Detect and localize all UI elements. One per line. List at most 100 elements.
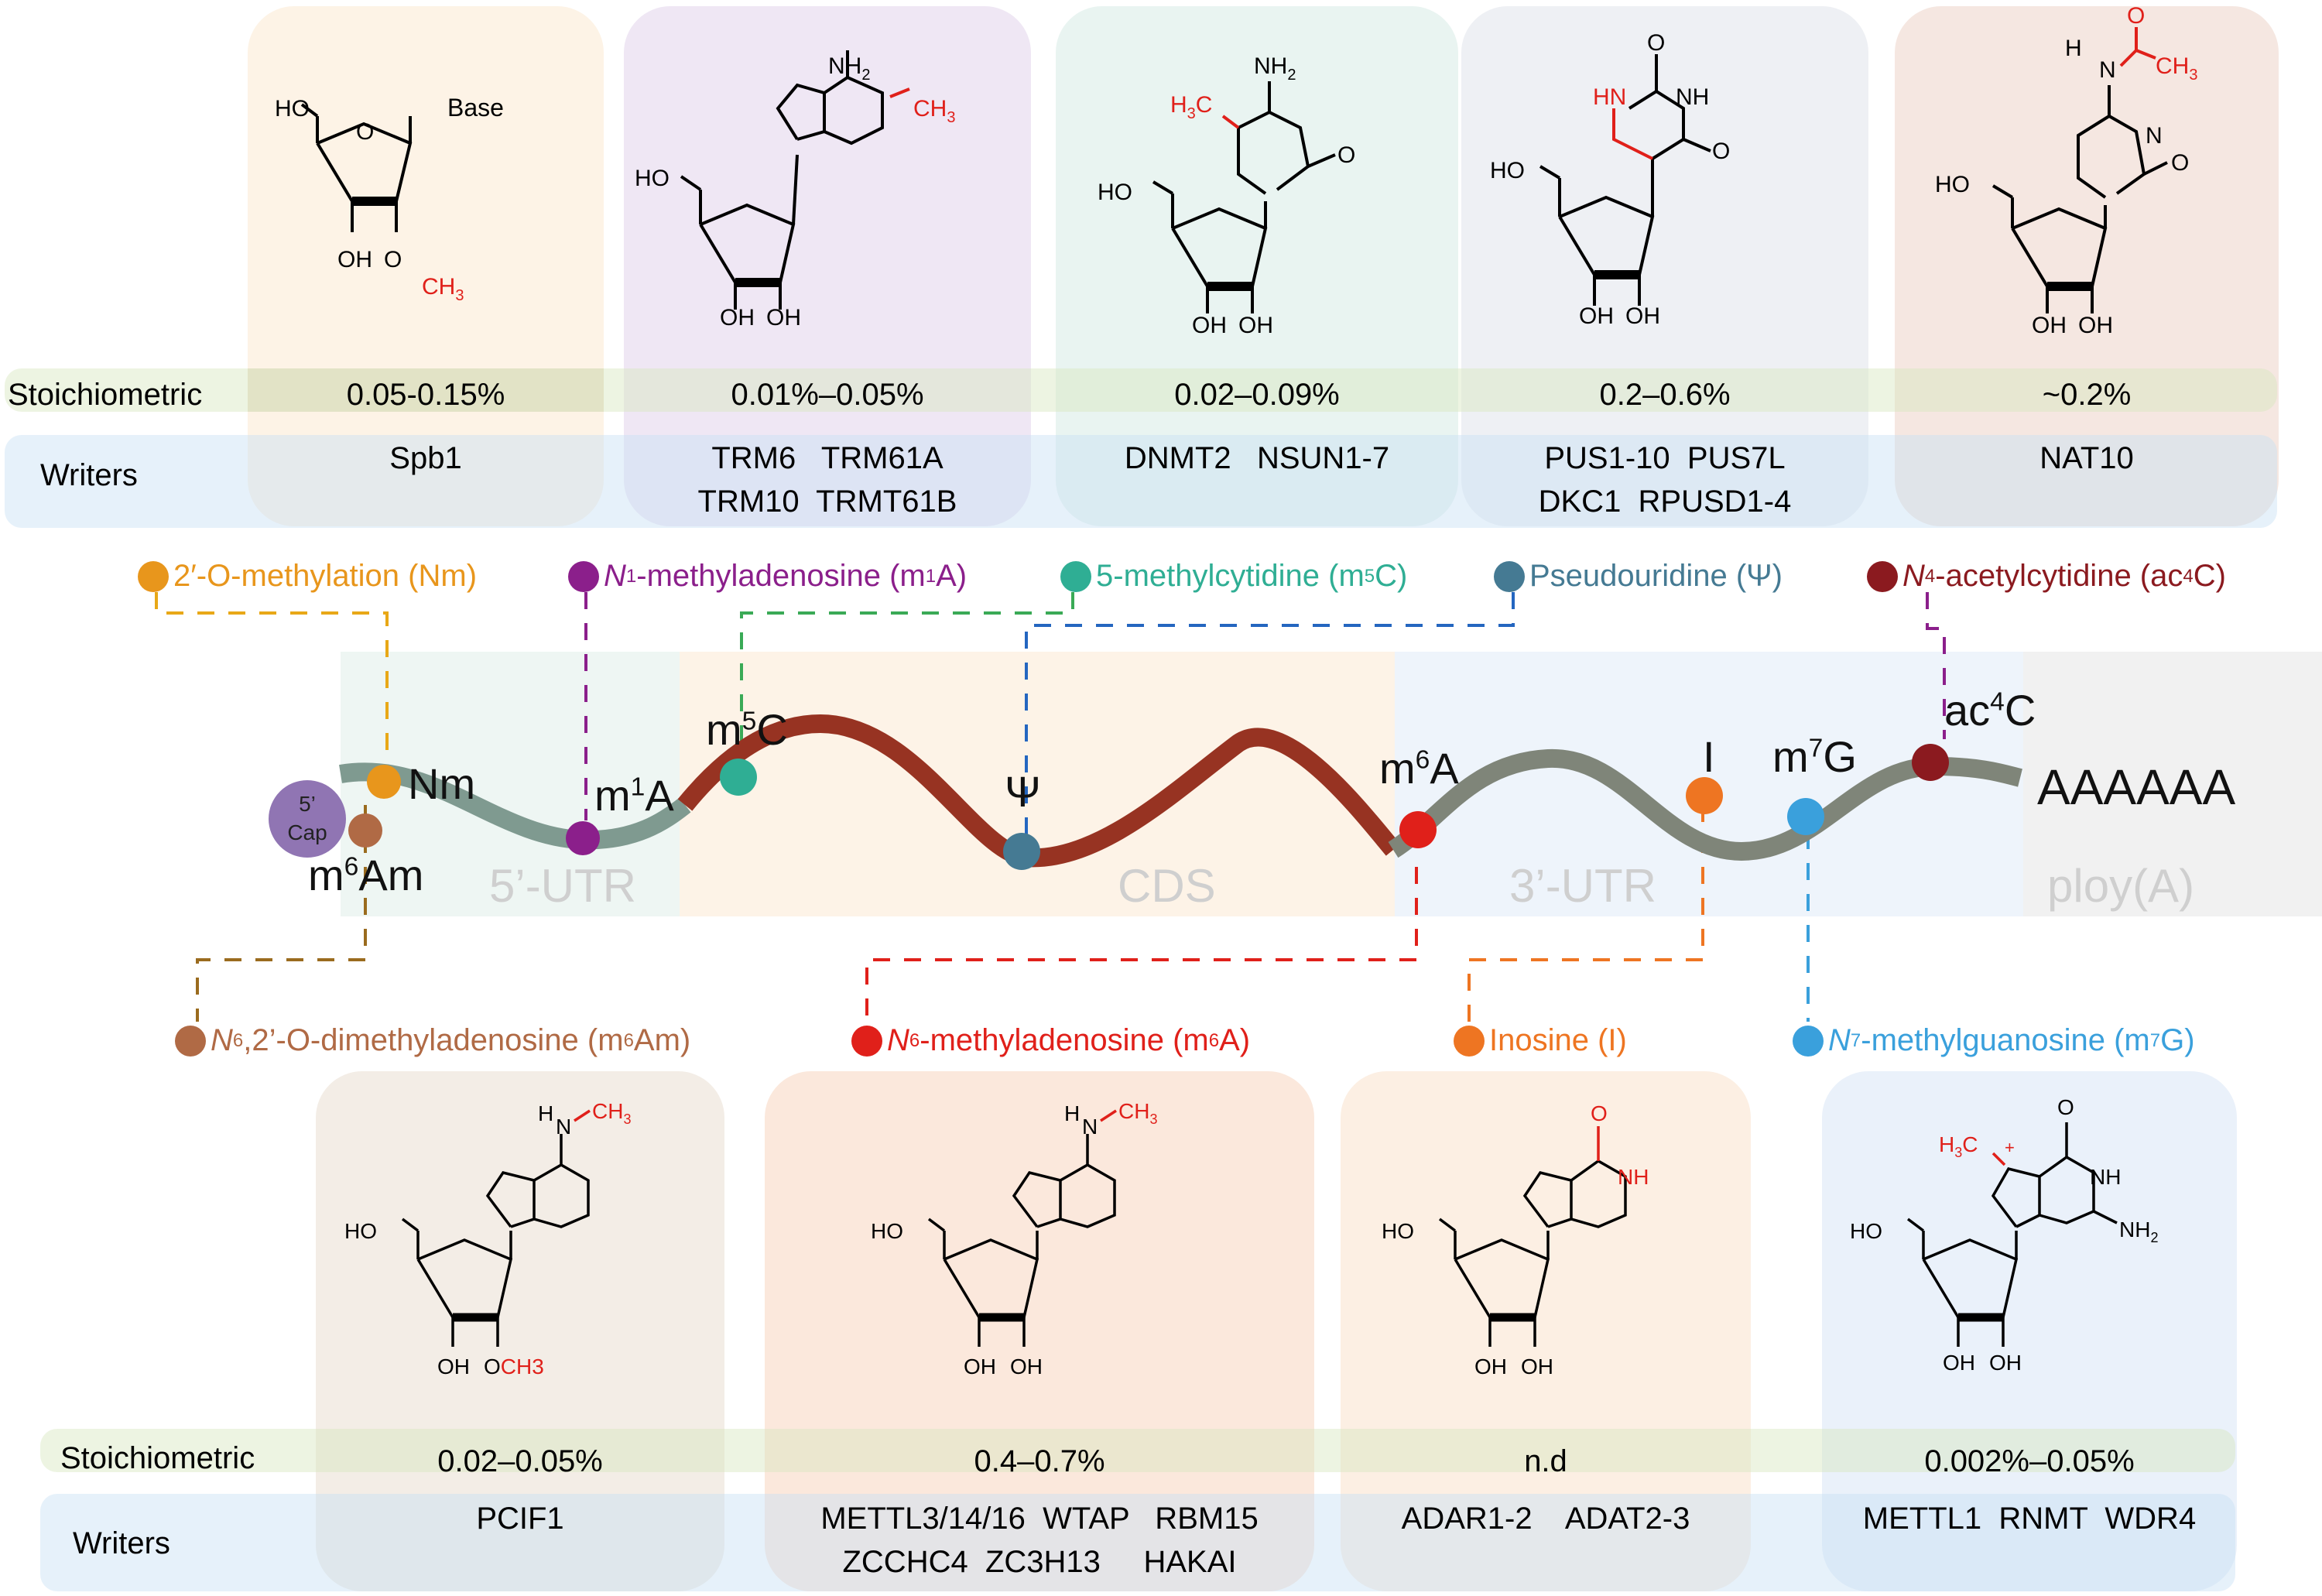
stoich-value-m1a: 0.01%–0.05%	[731, 378, 924, 412]
legend-m5c-sup: 5	[1364, 565, 1375, 587]
svg-text:HO: HO	[1935, 172, 1970, 197]
site-label-m5c: m5C	[706, 705, 788, 754]
site-m7g-icon	[1787, 798, 1824, 835]
site-nm-icon	[367, 765, 401, 799]
connector-psi	[1025, 592, 1515, 836]
m6a-dot-icon	[851, 1025, 882, 1057]
card-m6am	[316, 1071, 724, 1591]
svg-text:HO: HO	[275, 96, 310, 122]
writers-m6am: PCIF1	[476, 1502, 564, 1536]
svg-text:NH: NH	[2090, 1165, 2121, 1189]
svg-text:Base: Base	[447, 94, 504, 122]
svg-text:HO: HO	[344, 1219, 377, 1243]
site-m6a-icon	[1399, 811, 1437, 848]
legend-ac4c-sup: 4	[1924, 565, 1936, 587]
writers-card-overlay-nm	[248, 368, 604, 412]
structure-m1a-icon: NH2 CH3 HO OH OH	[635, 50, 955, 331]
region-label-3utr: 3’-UTR	[1509, 860, 1656, 912]
structure-psi-icon: O HN NH O HO OH OH	[1490, 30, 1730, 329]
card-i	[1341, 1071, 1751, 1591]
svg-text:OH: OH	[1238, 313, 1273, 338]
legend-m6am-tail: Am)	[633, 1023, 691, 1057]
svg-text:H: H	[2065, 36, 2082, 61]
svg-text:OH: OH	[964, 1355, 996, 1379]
site-label-i: I	[1703, 732, 1715, 781]
svg-text:O: O	[1337, 142, 1355, 168]
card-m6a	[765, 1071, 1314, 1591]
svg-text:+: +	[2005, 1138, 2015, 1157]
nm-dot-icon	[138, 560, 169, 592]
stoich-value-m5c: 0.02–0.09%	[1174, 378, 1340, 412]
svg-text:HO: HO	[1850, 1219, 1882, 1243]
svg-text:OH: OH	[437, 1355, 470, 1379]
writers-psi: PUS1-10 PUS7L DKC1 RPUSD1-4	[1538, 441, 1792, 519]
legend-ac4c-text: -acetylcytidine (ac	[1935, 559, 2183, 593]
legend-m6am-sup2: 6	[623, 1029, 634, 1051]
structure-nm-icon: HO Base O OH O CH3	[275, 94, 504, 304]
svg-text:5’: 5’	[299, 792, 316, 816]
svg-text:OH: OH	[1943, 1351, 1975, 1375]
legend-m6am-italic: N	[211, 1023, 233, 1057]
region-polya	[2023, 652, 2322, 916]
legend-m7g-italic: N	[1828, 1023, 1851, 1057]
m6am-dot-icon	[175, 1025, 206, 1057]
region-label-polya: ploy(A)	[2047, 860, 2195, 912]
svg-text:OH: OH	[1010, 1355, 1043, 1379]
svg-text:O: O	[1647, 30, 1665, 56]
svg-text:H: H	[538, 1101, 553, 1125]
writers-m6a: METTL3/14/16 WTAP RBM15 ZCCHC4 ZC3H13 HA…	[820, 1502, 1259, 1579]
svg-text:CH3: CH3	[592, 1099, 631, 1127]
svg-text:OH: OH	[1625, 303, 1660, 329]
site-label-ac4c: ac4C	[1944, 686, 2036, 735]
stoichiometric-label-bottom: Stoichiometric	[60, 1441, 255, 1475]
connector-m6a	[865, 867, 1418, 1022]
svg-text:OH: OH	[1192, 313, 1227, 338]
writers-m7g: METTL1 RNMT WDR4	[1862, 1502, 2197, 1536]
card-m1a	[624, 6, 1031, 526]
legend-m1a-italic: N	[604, 559, 626, 593]
structure-m6am-icon: H N CH3 HO OH OCH3	[344, 1099, 631, 1379]
legend-psi-text: Pseudouridine (Ψ)	[1529, 559, 1783, 593]
connector-ac4c	[1926, 592, 1946, 739]
site-m5c-icon	[720, 759, 757, 796]
svg-text:O: O	[2057, 1095, 2074, 1119]
legend-m7g-text: -methylguanosine (m	[1861, 1023, 2150, 1057]
svg-text:OH: OH	[1989, 1351, 2022, 1375]
svg-text:H: H	[1064, 1101, 1080, 1125]
site-label-m6a: m6A	[1379, 744, 1459, 793]
legend-m1a-text: -methyladenosine (m	[636, 559, 926, 593]
connector-m5c	[740, 592, 1074, 743]
writers-band-top	[5, 435, 2277, 528]
legend-ac4c-italic: N	[1902, 559, 1925, 593]
site-label-m6am: m6Am	[308, 851, 424, 899]
stoichiometric-band-bottom	[40, 1429, 2235, 1472]
polya-tail: AAAAAA	[2037, 759, 2236, 815]
legend-psi: Pseudouridine (Ψ)	[1494, 559, 1783, 594]
stoichiometric-band-top	[5, 368, 2277, 412]
writers-label-bottom: Writers	[73, 1526, 170, 1560]
stoich-value-i: n.d	[1524, 1444, 1567, 1478]
writers-band-bottom	[40, 1494, 2235, 1591]
structures-top: HO Base O OH O CH3 NH2 CH3 HO OH OH	[275, 3, 2197, 338]
writers-ac4c: NAT10	[2039, 441, 2134, 475]
svg-text:HN: HN	[1593, 84, 1626, 110]
site-psi-icon	[1003, 833, 1040, 870]
svg-text:OH: OH	[1521, 1355, 1553, 1379]
legend-m6a-italic: N	[887, 1023, 909, 1057]
legend-m7g-sup2: 7	[2149, 1029, 2161, 1051]
legend-m1a-tail: A)	[936, 559, 968, 593]
legend-m6am-text: ,2’-O-dimethyladenosine (m	[243, 1023, 624, 1057]
legend-m7g-sup: 7	[1850, 1029, 1861, 1051]
legend-m1a-sup2: 1	[925, 565, 937, 587]
svg-text:OH: OH	[337, 247, 372, 272]
legend-m6a-sup: 6	[909, 1029, 920, 1051]
svg-text:HO: HO	[871, 1219, 903, 1243]
writers-i: ADAR1-2 ADAT2-3	[1401, 1502, 1690, 1536]
svg-text:OH: OH	[766, 305, 801, 331]
ac4c-dot-icon	[1867, 560, 1898, 592]
